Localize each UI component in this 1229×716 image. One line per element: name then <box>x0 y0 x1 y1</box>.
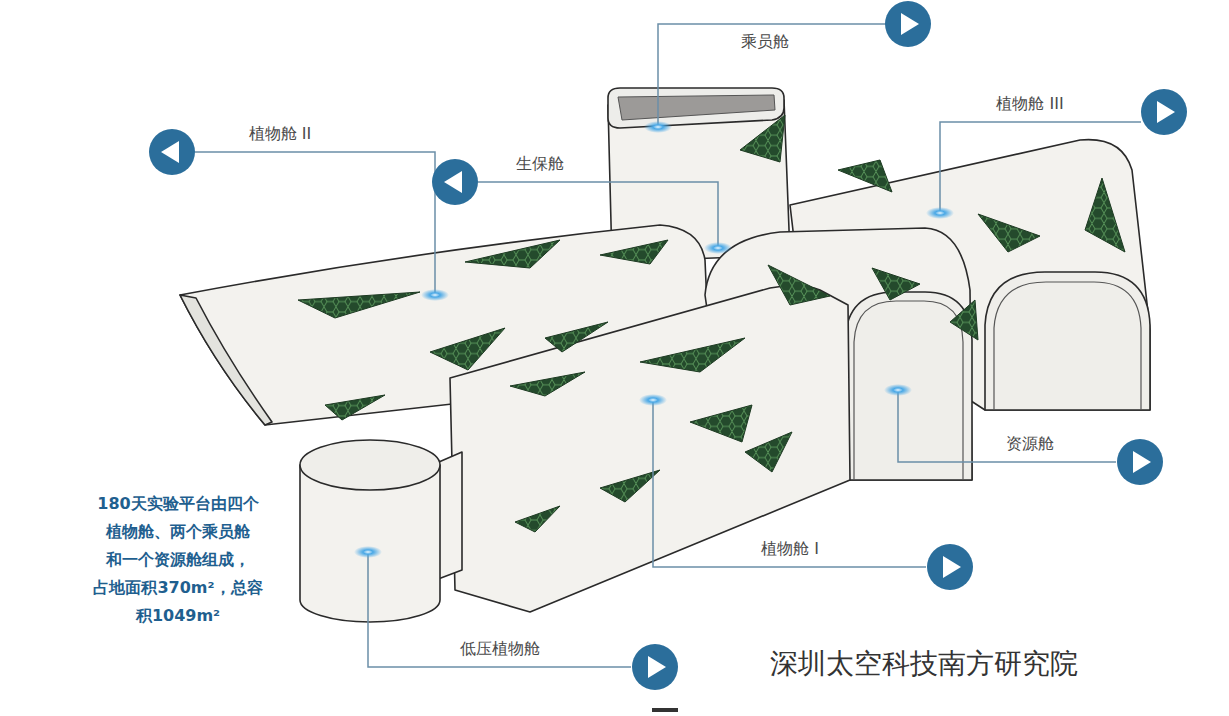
window <box>690 405 752 442</box>
leader-line <box>195 152 435 295</box>
leader-line <box>368 552 631 667</box>
platform-note: 180天实验平台由四个 植物舱、两个乘员舱 和一个资源舱组成， 占地面积370m… <box>83 490 273 630</box>
play-arrow <box>648 656 666 678</box>
window <box>838 160 892 192</box>
play-arrow <box>161 141 179 163</box>
institute-watermark: 深圳太空科技南方研究院 <box>770 646 1078 682</box>
leader-line <box>658 24 886 127</box>
window <box>600 470 660 502</box>
plant-module-3-end <box>985 272 1150 410</box>
glow-dot <box>354 546 382 558</box>
module-label: 植物舱 II <box>249 124 312 144</box>
green-windows <box>298 115 1125 532</box>
play-icon <box>1141 89 1187 135</box>
play-icon <box>432 159 478 205</box>
glow-dot <box>704 242 732 254</box>
glow-dot <box>926 207 954 219</box>
window <box>325 395 385 420</box>
glow-dot <box>421 289 449 301</box>
window <box>950 300 978 340</box>
play-icon <box>149 129 195 175</box>
play-icon <box>885 1 931 47</box>
window <box>510 372 585 396</box>
resource-module-rim <box>854 301 963 480</box>
play-arrow <box>901 13 919 35</box>
module-label: 植物舱 I <box>761 539 819 559</box>
play-icons <box>149 1 1187 690</box>
play-arrow <box>1133 451 1151 473</box>
modules <box>180 88 1150 622</box>
window <box>465 240 560 268</box>
module-label: 乘员舱 <box>741 32 789 52</box>
glow-dot <box>644 121 672 133</box>
play-icon <box>1117 439 1163 485</box>
module-label: 植物舱 III <box>996 94 1063 114</box>
window <box>768 265 830 305</box>
bottom-dash <box>652 708 678 712</box>
leader-line <box>940 122 1141 213</box>
glow-dot <box>639 394 667 406</box>
play-icon <box>632 644 678 690</box>
plant-module-2-end <box>180 295 272 425</box>
leader-line <box>478 182 718 248</box>
glow-dot <box>884 384 912 396</box>
window <box>745 432 792 472</box>
window <box>600 240 668 264</box>
window <box>978 214 1040 252</box>
window <box>872 268 920 300</box>
plant-module-1 <box>450 285 850 612</box>
play-arrow <box>943 556 961 578</box>
plant-module-3-rim <box>994 282 1141 410</box>
window <box>298 292 420 318</box>
window <box>515 506 560 532</box>
module-label: 低压植物舱 <box>460 639 540 659</box>
leader-line <box>653 400 926 567</box>
window <box>740 115 785 162</box>
leader-line <box>898 390 1116 462</box>
window <box>430 328 505 370</box>
play-icon <box>927 544 973 590</box>
module-label: 生保舱 <box>516 154 564 174</box>
leader-lines <box>195 24 1141 667</box>
window <box>640 338 745 372</box>
module-label: 资源舱 <box>1006 434 1054 454</box>
crew-cabin-opening <box>618 95 775 120</box>
play-arrow <box>1157 101 1175 123</box>
cylinder-top <box>300 440 440 490</box>
play-arrow <box>444 171 462 193</box>
window <box>545 322 608 352</box>
window <box>1085 178 1125 252</box>
crew-cabin-top <box>608 88 784 128</box>
glow-dots <box>354 121 954 558</box>
